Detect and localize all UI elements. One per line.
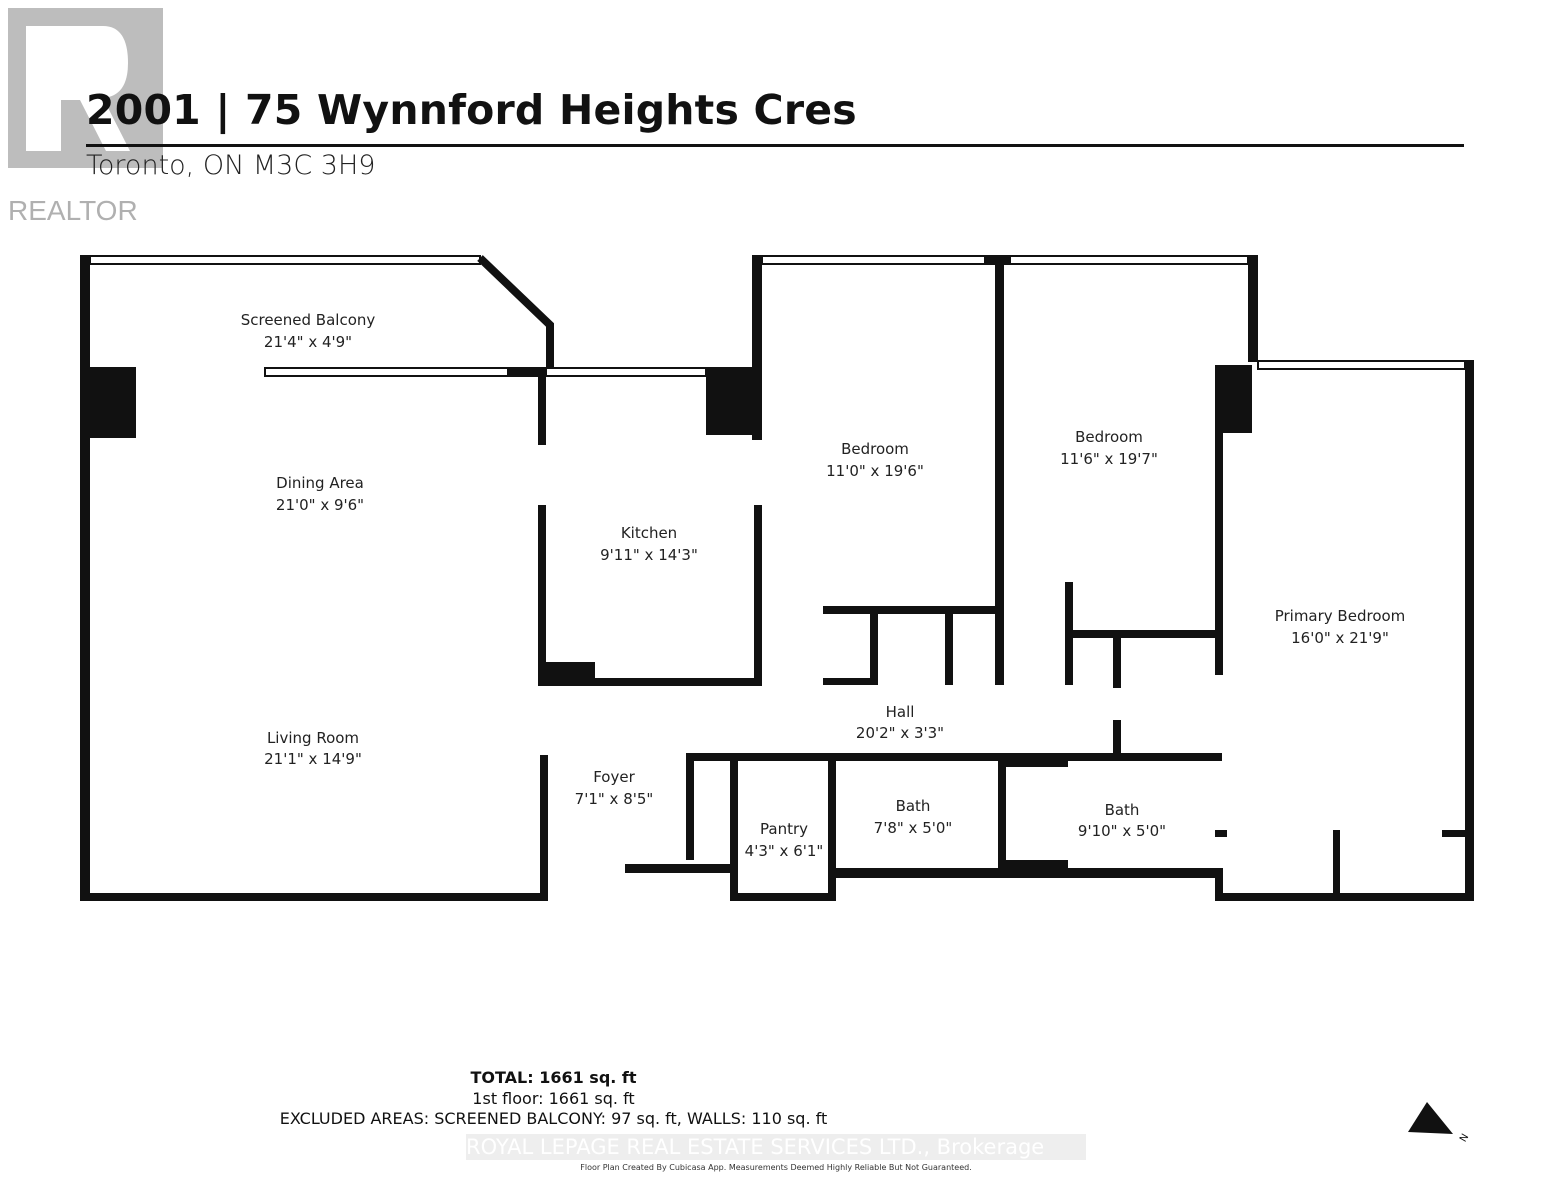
room-name: Living Room	[267, 729, 359, 747]
room-name: Bedroom	[1075, 428, 1143, 446]
room-name: Pantry	[760, 820, 808, 838]
north-arrow-icon: N	[1408, 1102, 1471, 1144]
total-area: TOTAL: 1661 sq. ft	[470, 1068, 637, 1087]
room-dims: 16'0" x 21'9"	[1291, 629, 1389, 647]
room-name: Screened Balcony	[241, 311, 376, 329]
room-name: Foyer	[593, 768, 635, 786]
room-dims: 11'0" x 19'6"	[826, 462, 924, 480]
logo-text: REALTOR	[8, 195, 138, 226]
room-name: Bath	[896, 797, 931, 815]
room-name: Bedroom	[841, 440, 909, 458]
room-name: Primary Bedroom	[1275, 607, 1406, 625]
room-name: Kitchen	[621, 524, 677, 542]
floor-area: 1st floor: 1661 sq. ft	[472, 1089, 635, 1108]
room-dims: 9'11" x 14'3"	[600, 546, 698, 564]
compass-label: N	[1458, 1132, 1471, 1144]
room-dims: 11'6" x 19'7"	[1060, 450, 1158, 468]
room-name: Hall	[886, 703, 915, 721]
property-title: 2001 | 75 Wynnford Heights Cres	[86, 86, 857, 134]
excluded-areas: EXCLUDED AREAS: SCREENED BALCONY: 97 sq.…	[279, 1109, 828, 1128]
property-address: Toronto, ON M3C 3H9	[86, 150, 376, 181]
room-name: Bath	[1105, 801, 1140, 819]
floor-plan-credit: Floor Plan Created By Cubicasa App. Meas…	[580, 1163, 972, 1172]
room-name: Dining Area	[276, 474, 364, 492]
brokerage-watermark: ROYAL LEPAGE REAL ESTATE SERVICES LTD., …	[466, 1134, 1086, 1160]
room-dims: 21'0" x 9'6"	[276, 496, 364, 514]
room-dims: 4'3" x 6'1"	[745, 842, 824, 860]
windows	[89, 255, 1466, 377]
room-dims: 7'1" x 8'5"	[575, 790, 654, 808]
realtor-logo: REALTOR	[8, 8, 163, 226]
room-labels: Screened Balcony 21'4" x 4'9" Dining Are…	[241, 311, 1406, 860]
room-dims: 21'4" x 4'9"	[264, 333, 352, 351]
room-dims: 7'8" x 5'0"	[874, 819, 953, 837]
room-dims: 21'1" x 14'9"	[264, 750, 362, 768]
room-dims: 20'2" x 3'3"	[856, 724, 944, 742]
title-divider	[86, 144, 1464, 147]
walls	[80, 255, 1474, 901]
room-dims: 9'10" x 5'0"	[1078, 822, 1166, 840]
